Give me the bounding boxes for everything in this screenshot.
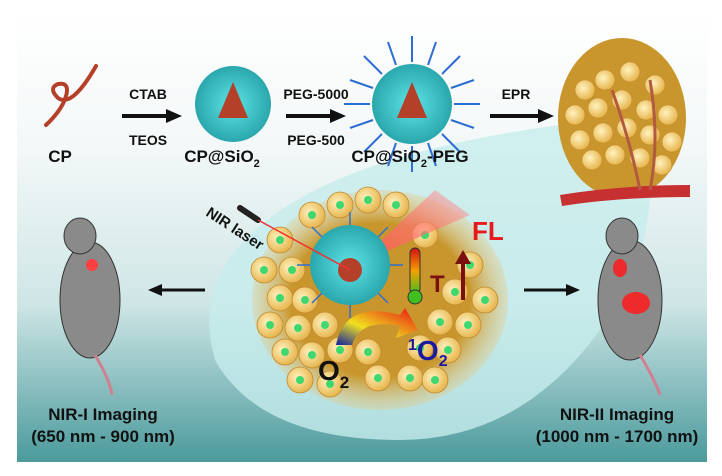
cp-sio2-peg-nanoparticle-icon — [344, 36, 480, 172]
epr-label: EPR — [502, 86, 531, 102]
arrow-ctab-teos — [122, 109, 182, 123]
arrow-epr — [490, 109, 554, 123]
peg-500-label: PEG-500 — [287, 132, 345, 148]
ctab-label: CTAB — [129, 86, 167, 102]
oxygen-conversion-arrow-icon — [336, 308, 418, 345]
arrow-peg — [286, 109, 346, 123]
nir-i-range: (650 nm - 900 nm) — [31, 427, 175, 446]
cp-sio2-peg-label: CP@SiO2-PEG — [351, 147, 468, 170]
nir-ii-range: (1000 nm - 1700 nm) — [536, 427, 699, 446]
singlet-oxygen-label: 1O2 — [408, 335, 448, 370]
nir-laser-icon — [237, 205, 351, 271]
cp-sio2-nanoparticle-icon — [195, 66, 271, 142]
cp-label: CP — [48, 147, 72, 166]
arrow-to-nir-i — [148, 284, 205, 296]
cp-sio2-label: CP@SiO2 — [184, 147, 260, 170]
tumor-tissue-icon — [558, 38, 690, 206]
temperature-label: T — [430, 271, 445, 298]
mouse-nir-ii-icon — [597, 217, 663, 396]
arrow-to-nir-ii — [524, 284, 580, 296]
cp-strand-icon — [44, 64, 98, 127]
central-nanoparticle-icon — [297, 212, 403, 318]
nir-ii-title: NIR-II Imaging — [560, 405, 674, 424]
thermometer-icon — [407, 247, 423, 305]
temperature-up-arrow-icon — [455, 250, 471, 300]
teos-label: TEOS — [129, 132, 167, 148]
peg-5000-label: PEG-5000 — [283, 86, 349, 102]
oxygen-label: O2 — [318, 355, 349, 392]
fl-label: FL — [472, 216, 504, 246]
nir-i-title: NIR-I Imaging — [48, 405, 158, 424]
mouse-nir-i-icon — [59, 217, 121, 396]
